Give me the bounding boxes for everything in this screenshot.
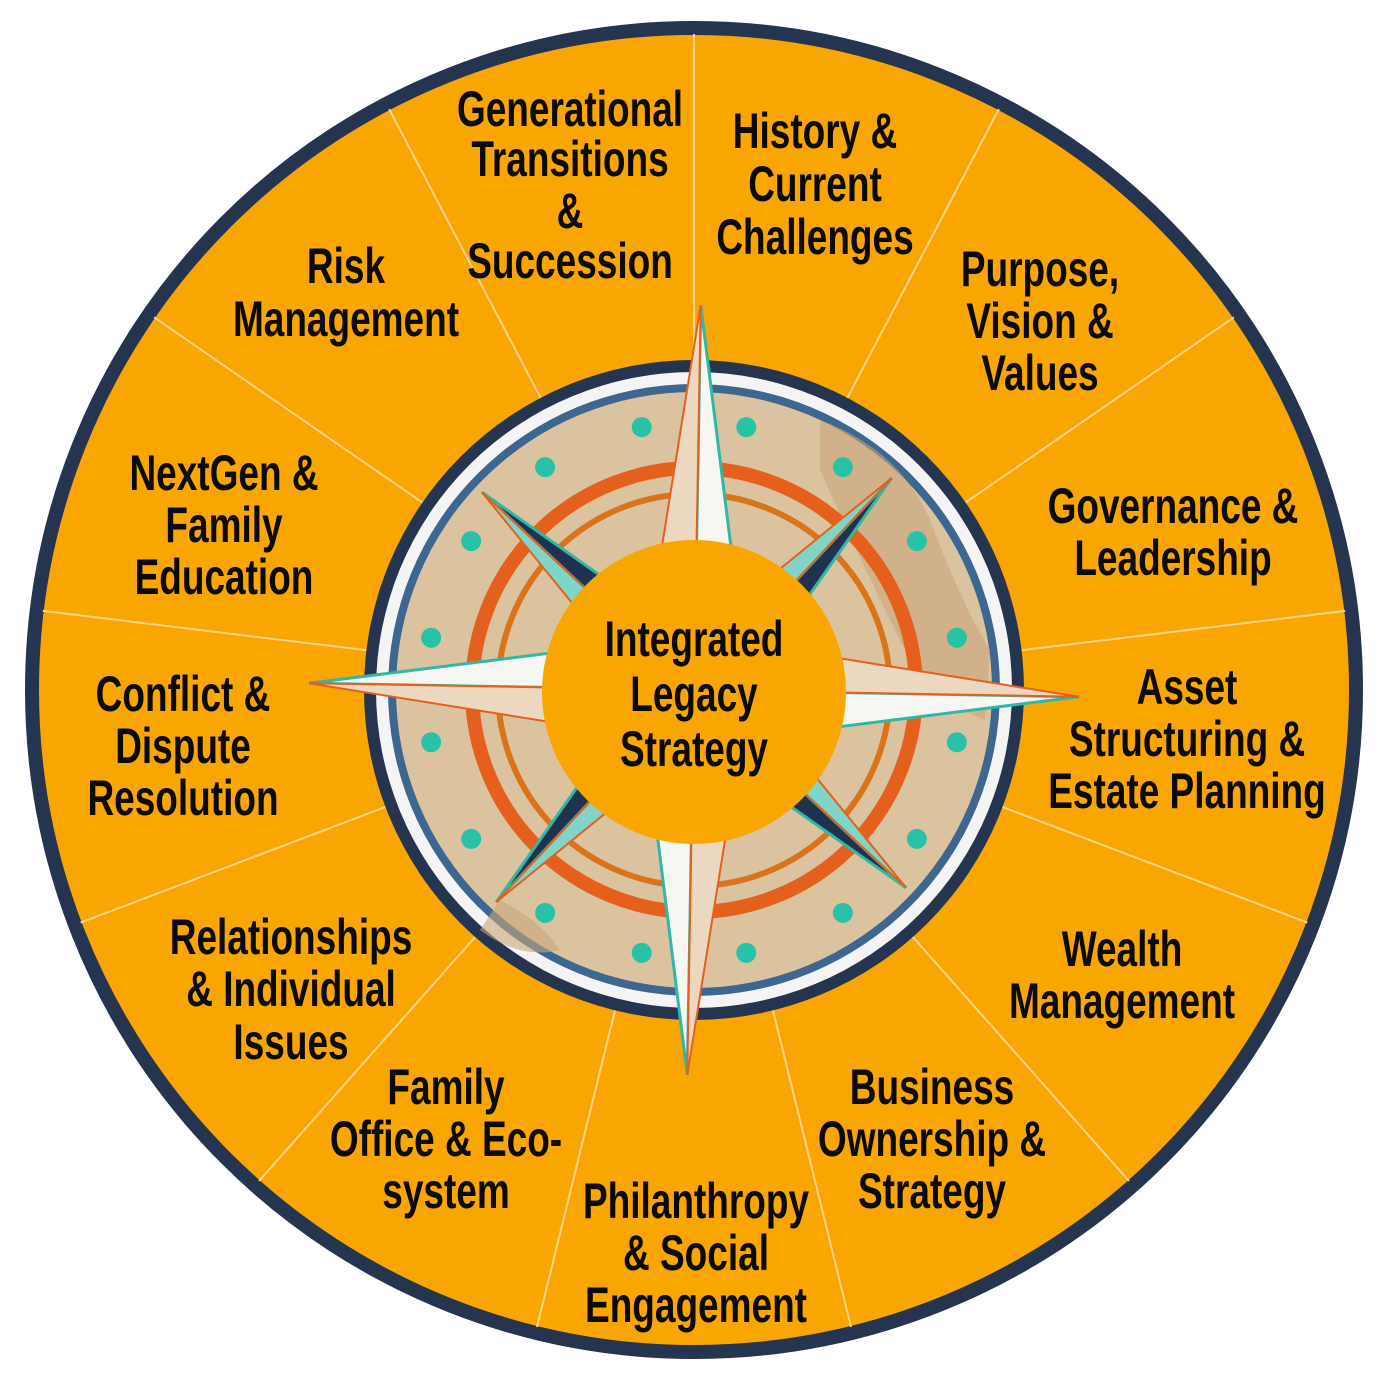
segment-label-line: Transitions — [471, 132, 668, 188]
compass-dot — [832, 902, 853, 923]
segment-label-line: Governance & — [1048, 479, 1299, 535]
segment-label-line: Wealth — [1062, 922, 1183, 978]
segment-divider — [992, 802, 1308, 924]
compass-dot — [535, 902, 556, 923]
segment-label-line: Purpose, — [961, 242, 1119, 298]
segment-label-line: Estate Planning — [1048, 764, 1325, 820]
segment-label-line: Engagement — [585, 1278, 807, 1334]
compass-dot — [906, 531, 927, 552]
segment-divider — [80, 802, 396, 924]
segment-label-line: Resolution — [87, 771, 278, 827]
compass-dot — [631, 942, 652, 963]
segment-label-line: system — [382, 1164, 509, 1220]
segment-label-line: Structuring & — [1069, 712, 1305, 768]
segment-label-line: Issues — [233, 1015, 348, 1071]
segment-label-line: Vision & — [966, 294, 1113, 350]
segment-label-line: Ownership & — [818, 1112, 1046, 1168]
compass-dot — [736, 942, 757, 963]
segment-label-line: Conflict & — [96, 667, 271, 723]
segment-label-line: Business — [850, 1060, 1014, 1116]
segment-label-line: Strategy — [858, 1164, 1006, 1220]
segment-divider — [258, 928, 483, 1182]
center-label-line: Legacy — [630, 667, 758, 723]
compass-dot — [421, 732, 442, 753]
segment-divider — [769, 1000, 852, 1328]
segment-dividers — [42, 34, 1346, 1328]
segment-divider — [1011, 609, 1346, 653]
compass-dots — [421, 417, 967, 963]
segment-label-line: Education — [135, 550, 314, 606]
segment-divider — [841, 108, 1000, 408]
map-land-shape — [480, 900, 560, 953]
segment-label-line: Generational — [457, 82, 683, 138]
compass-dot — [946, 732, 967, 753]
segment-label-line: & Individual — [186, 962, 396, 1018]
compass-dot — [461, 828, 482, 849]
center-label-line: Integrated — [605, 612, 784, 668]
segment-label-line: NextGen & — [129, 446, 318, 502]
segment-label-line: Values — [981, 346, 1098, 402]
compass — [308, 304, 1080, 1076]
compass-dot — [535, 457, 556, 478]
compass-dot — [736, 417, 757, 438]
compass-dot — [832, 457, 853, 478]
center-circle — [542, 540, 846, 844]
segment-label-line: Family — [387, 1060, 505, 1116]
segment-label-line: & Social — [623, 1226, 769, 1282]
map-land-shape — [820, 420, 990, 720]
segment-label-line: Management — [1009, 974, 1235, 1030]
segment-label-line: Leadership — [1074, 531, 1271, 587]
segment-label-line: History & — [733, 104, 897, 160]
segment-divider — [536, 1000, 619, 1328]
segment-label-line: Succession — [467, 234, 673, 290]
compass-dot — [631, 417, 652, 438]
compass-dot — [906, 828, 927, 849]
segment-label: Purpose,Vision &Values — [961, 242, 1119, 402]
segment-label-line: Family — [165, 498, 283, 554]
segment-label-line: Philanthropy — [583, 1174, 810, 1230]
segment-label-line: Asset — [1137, 660, 1238, 716]
segment-divider — [956, 316, 1235, 510]
segment-label-line: Dispute — [115, 719, 251, 775]
compass-dot — [461, 531, 482, 552]
segment-labels: GenerationalTransitions&SuccessionHistor… — [87, 82, 1325, 1334]
segment-label-line: Current — [748, 157, 882, 213]
compass-dot — [946, 627, 967, 648]
compass-dot — [421, 627, 442, 648]
segment-label-line: & — [557, 184, 584, 240]
segment-label-line: Risk — [307, 239, 386, 295]
segment-label-line: Challenges — [716, 210, 913, 266]
segment-label-line: Relationships — [170, 910, 413, 966]
segment-divider — [388, 108, 547, 408]
segment-label-line: Office & Eco- — [330, 1112, 562, 1168]
segment-divider — [42, 609, 377, 653]
segment-label: Governance &Leadership — [1048, 479, 1299, 587]
segment-divider — [905, 928, 1130, 1182]
segment-label-line: Management — [233, 292, 459, 348]
center-label-line: Strategy — [620, 722, 768, 778]
segment-divider — [153, 316, 432, 510]
